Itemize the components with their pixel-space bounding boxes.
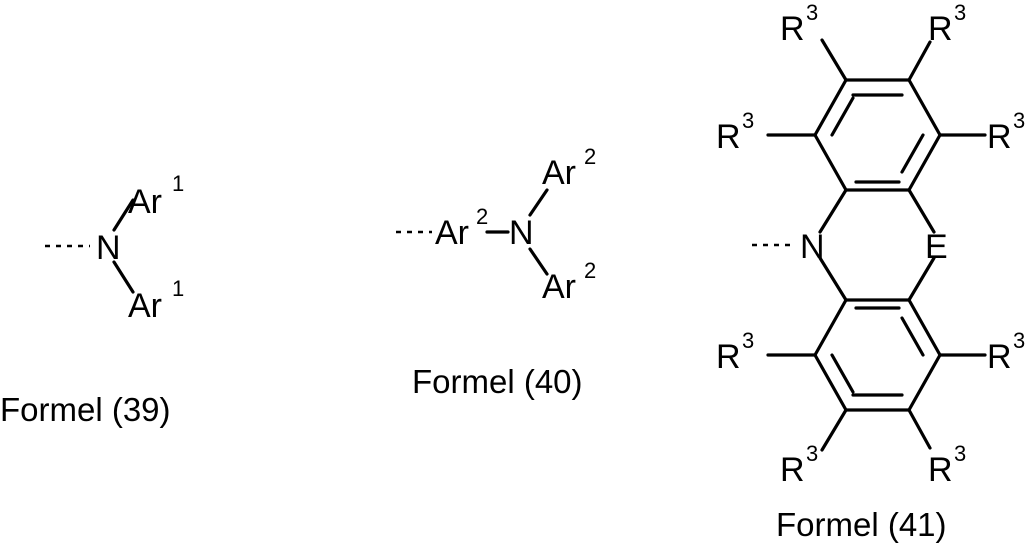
r3-upper-left-index: 3	[742, 108, 754, 133]
r3-bottom-right-index: 3	[954, 441, 966, 466]
formula-39-caption: Formel (39)	[0, 391, 171, 428]
r3-upper-left: R	[716, 118, 741, 156]
bond-r3-top-left	[822, 40, 846, 80]
ar-left-index: 2	[476, 204, 488, 229]
bond-r3-top-right	[909, 42, 930, 80]
ar-lower-label: Ar	[128, 287, 162, 325]
nitrogen-atom: N	[509, 214, 534, 252]
ar-lower-index: 1	[172, 276, 184, 301]
bond-ring-e-upper	[909, 190, 934, 232]
r3-top-right-index: 3	[954, 0, 966, 25]
r3-top-right: R	[928, 10, 953, 48]
bond-n-ar-upper	[530, 190, 547, 215]
r3-top-left: R	[780, 10, 805, 48]
bond-r3-bottom-left	[822, 410, 846, 450]
r3-bottom-left-index: 3	[806, 441, 818, 466]
ar-left-label: Ar	[435, 214, 469, 252]
formula-40-caption: Formel (40)	[412, 363, 583, 400]
r3-lower-left-index: 3	[742, 328, 754, 353]
r3-upper-right: R	[987, 118, 1012, 156]
r3-lower-right-index: 3	[1013, 328, 1025, 353]
bond-ring-n-upper	[820, 190, 846, 232]
r3-bottom-right: R	[928, 451, 953, 489]
r3-upper-right-index: 3	[1013, 108, 1025, 133]
ar-upper-index: 1	[172, 171, 184, 196]
nitrogen-atom: N	[800, 228, 825, 266]
ar-lower-index: 2	[584, 258, 596, 283]
nitrogen-atom: N	[96, 229, 121, 267]
r3-top-left-index: 3	[806, 0, 818, 25]
ar-upper-index: 2	[584, 144, 596, 169]
r3-lower-left: R	[716, 338, 741, 376]
r3-bottom-left: R	[780, 451, 805, 489]
r3-lower-right: R	[987, 338, 1012, 376]
upper-benzene-ring	[815, 80, 940, 190]
ar-lower-label: Ar	[542, 268, 576, 306]
formula-41: N E R 3 R 3 R 3 R 3 R 3 R 3 R 3 R 3 Form…	[716, 0, 1025, 543]
ar-upper-label: Ar	[542, 154, 576, 192]
bond-r3-bottom-right	[909, 410, 930, 448]
formula-40: Ar 2 N Ar 2 Ar 2 Formel (40)	[396, 144, 596, 400]
formula-39: N Ar 1 Ar 1 Formel (39)	[0, 171, 184, 428]
formula-41-caption: Formel (41)	[776, 506, 947, 543]
bridge-atom-e: E	[925, 228, 948, 266]
lower-benzene-ring	[815, 300, 940, 410]
ar-upper-label: Ar	[128, 183, 162, 221]
